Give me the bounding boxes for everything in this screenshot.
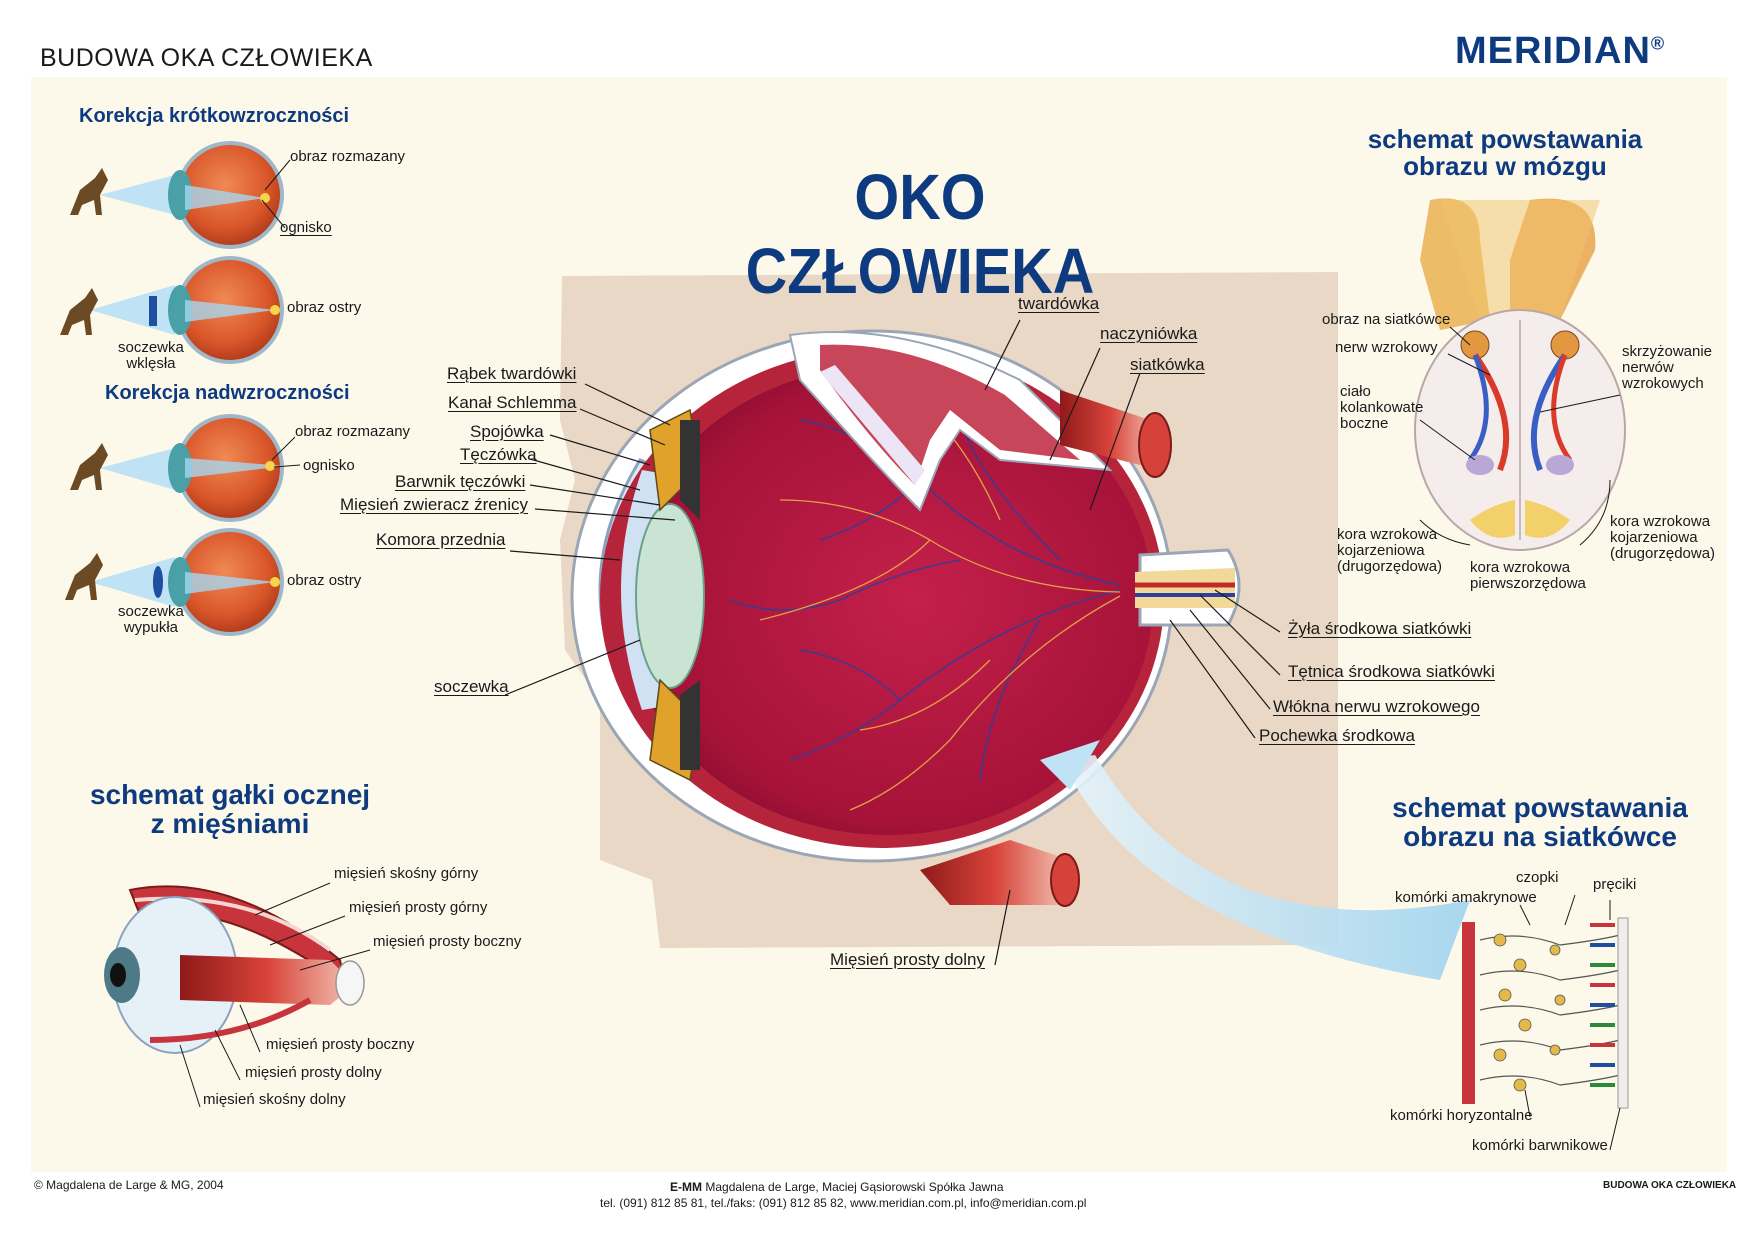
retina-leaders [1519, 894, 1621, 1151]
brand-logo: MERIDIAN® [1455, 30, 1665, 73]
footer-contact: tel. (091) 812 85 81, tel./faks: (091) 8… [600, 1196, 1087, 1210]
hyperopia-sharp-label: obraz ostry [287, 572, 362, 589]
eyeball-muscles-diagram [104, 885, 365, 1054]
brain-label-kora-right: kora wzrokowa kojarzeniowa (drugorzędowa… [1610, 513, 1716, 562]
label-miesien-zwieracz: Mięsień zwieracz źrenicy [340, 495, 528, 514]
label-rabek-twardowki: Rąbek twardówki [447, 364, 577, 383]
brain-label-kora-left: kora wzrokowa kojarzeniowa (drugorzędowa… [1337, 526, 1443, 575]
footer-copyright: © Magdalena de Large & MG, 2004 [34, 1178, 224, 1192]
main-title: OKO CZŁOWIEKA [745, 161, 1095, 307]
muscle-label-prosty-boczny-bottom: mięsień prosty boczny [266, 1036, 415, 1053]
footer-company-bold: E-MM [670, 1180, 702, 1194]
footer-right-title: BUDOWA OKA CZŁOWIEKA [1603, 1180, 1737, 1191]
muscle-leaders [179, 882, 371, 1108]
label-komora-przednia: Komora przednia [376, 530, 506, 549]
main-eye-cross-section [570, 329, 1241, 907]
label-pochewka-srodkowa: Pochewka środkowa [1259, 726, 1415, 745]
myopia-title: Korekcja krótkowzroczności [79, 105, 350, 127]
label-teczowka: Tęczówka [460, 445, 537, 464]
label-spojowka: Spojówka [470, 422, 544, 441]
myopia-lens-label: soczewka wklęsła [118, 339, 184, 372]
brain-leaders [1419, 326, 1621, 461]
footer-company-name: Magdalena de Large, Maciej Gąsiorowski S… [705, 1180, 1004, 1194]
brain-label-kora-center: kora wzrokowa pierwszorzędowa [1470, 559, 1586, 592]
retina-layers-diagram [1462, 917, 1629, 1109]
retina-label-preciki: pręciki [1593, 876, 1637, 893]
label-siatkowka: siatkówka [1130, 355, 1205, 374]
retina-label-czopki: czopki [1516, 869, 1559, 886]
small-eye-leaders [261, 159, 301, 468]
brain-label-cialo: ciało kolankowate boczne [1340, 383, 1424, 432]
muscles-section-title: schemat gałki ocznej z mięśniami [89, 779, 371, 840]
retina-section-title: schemat powstawania obrazu na siatkówce [1392, 792, 1688, 853]
header-title: BUDOWA OKA CZŁOWIEKA [40, 44, 373, 72]
myopia-blurred-label: obraz rozmazany [290, 148, 406, 165]
retina-label-barwnikowe: komórki barwnikowe [1472, 1137, 1608, 1154]
hyperopia-diagrams [90, 414, 285, 636]
muscle-label-prosty-boczny-top: mięsień prosty boczny [373, 933, 522, 950]
hyperopia-title: Korekcja nadwzroczności [105, 382, 350, 404]
label-soczewka: soczewka [434, 677, 509, 696]
label-naczyniowka: naczyniówka [1100, 324, 1198, 343]
muscle-label-prosty-dolny: mięsień prosty dolny [245, 1064, 382, 1081]
label-twardowka: twardówka [1018, 294, 1100, 313]
brand-name: MERIDIAN [1455, 30, 1651, 72]
myopia-diagrams [90, 141, 284, 364]
brain-label-skrzyzowanie: skrzyżowanie nerwów wzrokowych [1622, 343, 1713, 392]
muscle-label-prosty-gorny: mięsień prosty górny [349, 899, 488, 916]
main-eye-leaders [504, 319, 1281, 966]
retina-label-amakrynowe: komórki amakrynowe [1395, 889, 1537, 906]
brain-label-obraz: obraz na siatkówce [1322, 311, 1451, 328]
muscle-label-skosny-dolny: mięsień skośny dolny [203, 1091, 346, 1108]
hyperopia-lens-label: soczewka wypukła [118, 603, 184, 636]
myopia-focus-label: ognisko [280, 219, 332, 236]
label-zyla-srodkowa: Żyła środkowa siatkówki [1288, 619, 1472, 638]
retina-light-beam [1062, 755, 1470, 980]
registered-mark: ® [1650, 33, 1666, 54]
footer-company: E-MM Magdalena de Large, Maciej Gąsiorow… [670, 1180, 1004, 1194]
label-tetnica-srodkowa: Tętnica środkowa siatkówki [1288, 662, 1495, 681]
label-barwnik-teczowki: Barwnik tęczówki [395, 472, 526, 491]
brain-label-nerw: nerw wzrokowy [1335, 339, 1438, 356]
hyperopia-blurred-label: obraz rozmazany [295, 423, 411, 440]
label-kanal-schlemma: Kanał Schlemma [448, 393, 577, 412]
muscle-label-skosny-gorny: mięsień skośny górny [334, 865, 479, 882]
label-miesien-prosty-dolny: Mięsień prosty dolny [830, 950, 985, 969]
brain-section-title: schemat powstawania obrazu w mózgu [1367, 124, 1643, 182]
retina-label-horyzontalne: komórki horyzontalne [1390, 1107, 1533, 1124]
brain-visual-pathway-diagram [1414, 198, 1626, 551]
label-wlokna-nerwu: Włókna nerwu wzrokowego [1273, 697, 1480, 716]
dog-icon [60, 168, 108, 600]
hyperopia-focus-label: ognisko [303, 457, 355, 474]
myopia-sharp-label: obraz ostry [287, 299, 362, 316]
